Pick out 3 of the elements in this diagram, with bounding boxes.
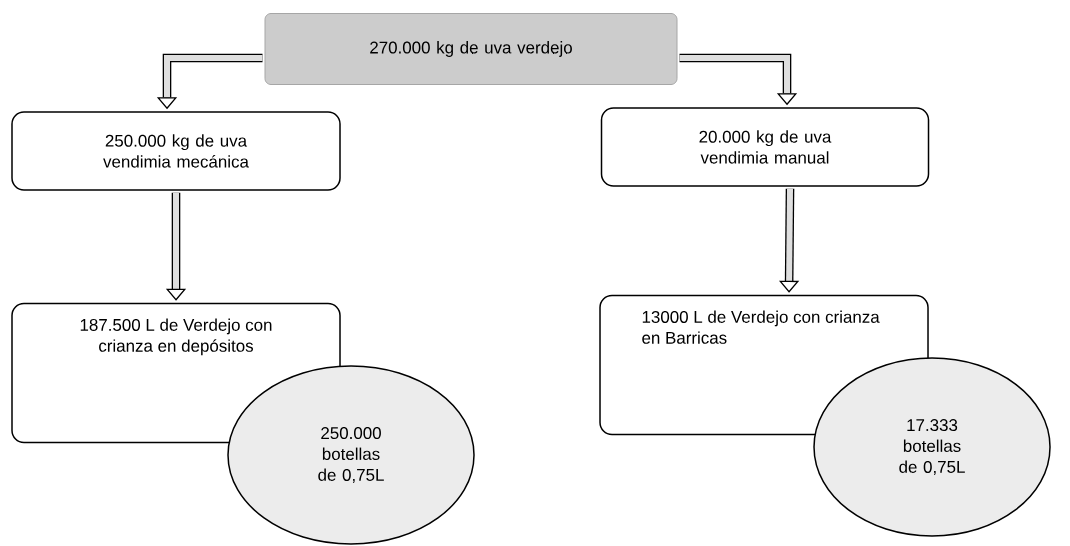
process-box: 250.000 kg de uva vendimia mecánica bbox=[11, 111, 341, 191]
source-box: 270.000 kg de uva verdejo bbox=[264, 13, 678, 85]
process-box: 20.000 kg de uva vendimia manual bbox=[600, 107, 930, 187]
